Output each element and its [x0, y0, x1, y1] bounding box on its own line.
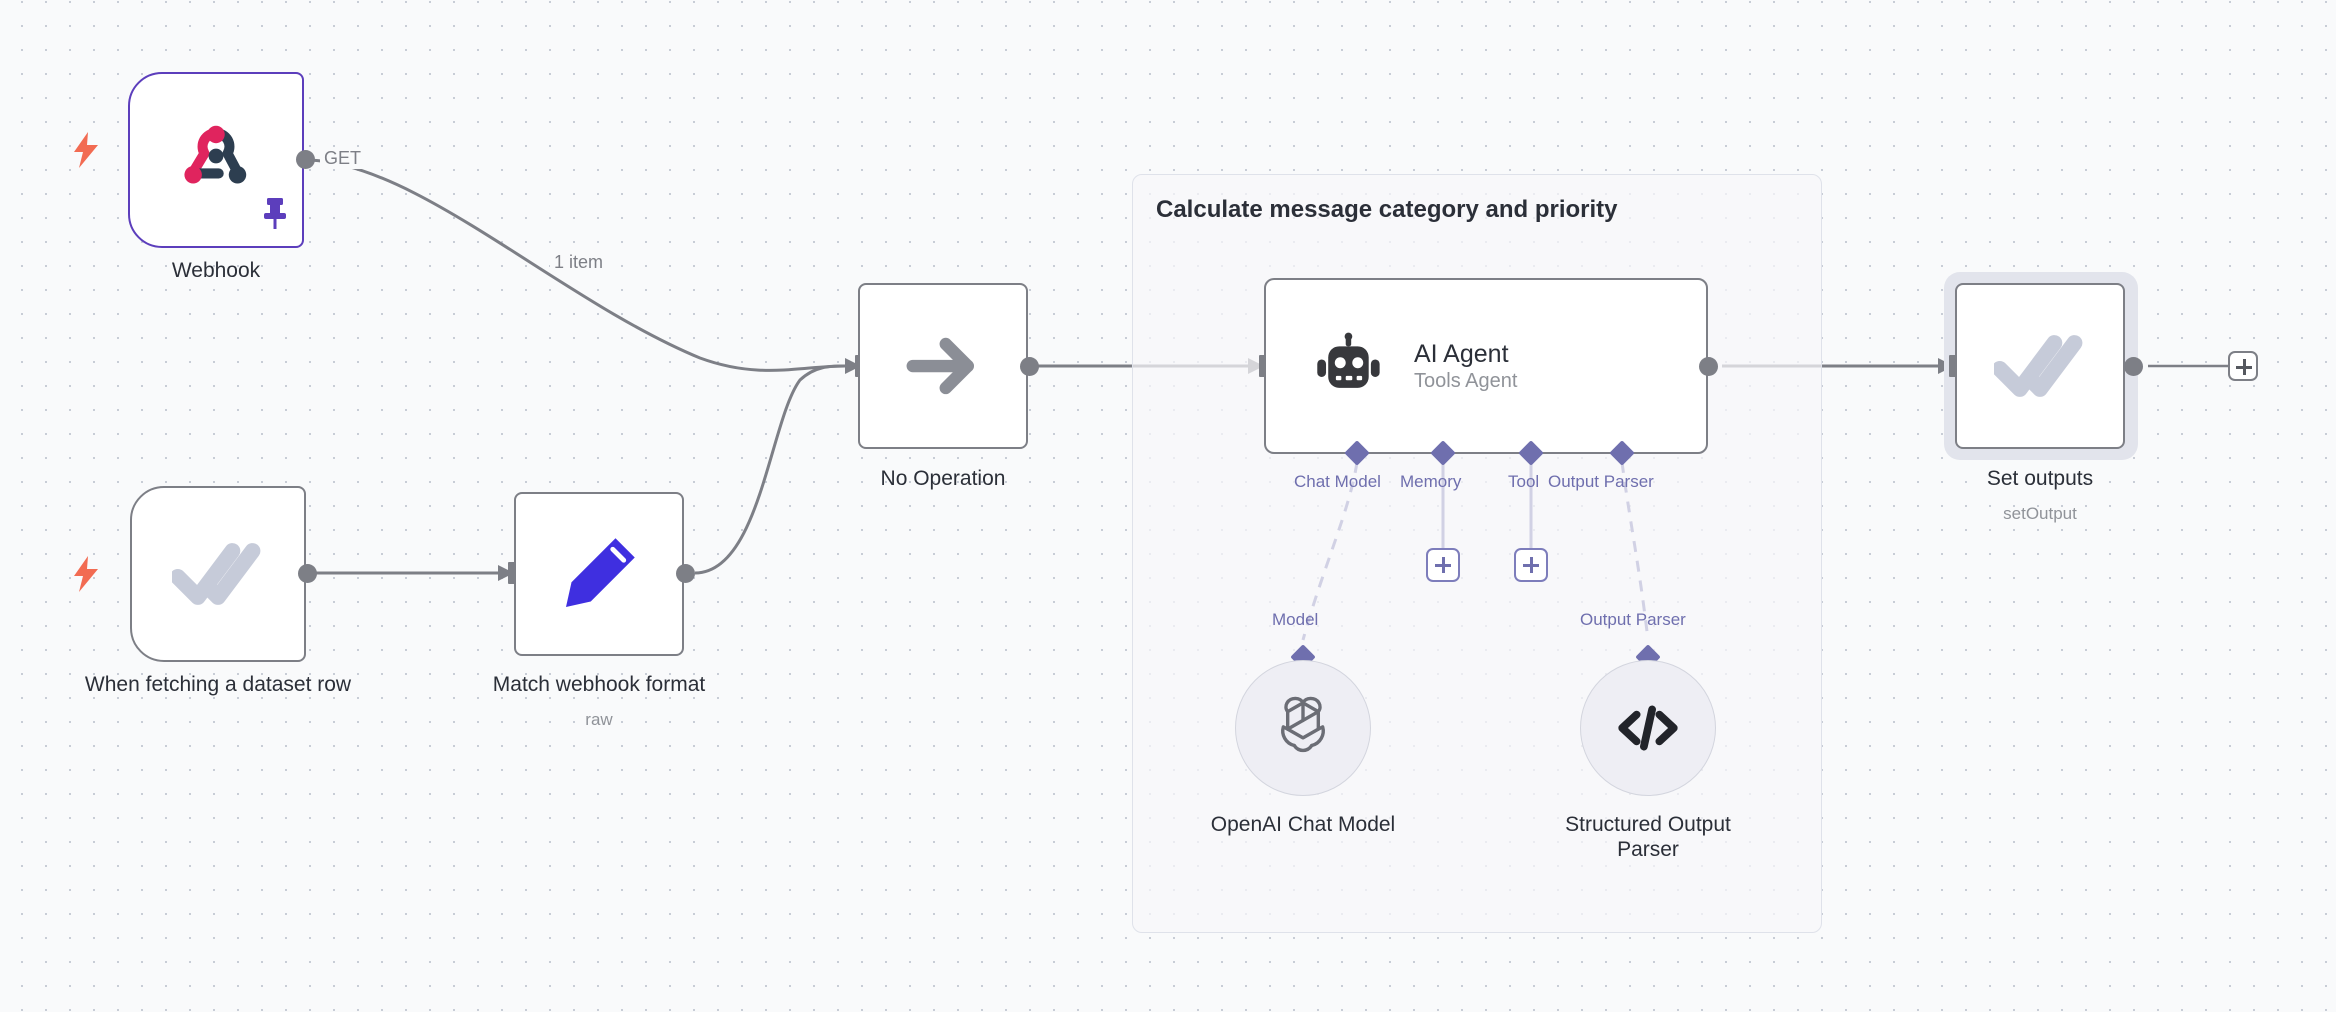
node-no-operation[interactable] — [858, 283, 1028, 449]
edge-label-1-item: 1 item — [550, 252, 608, 273]
trigger-bolt-icon — [72, 132, 100, 168]
double-check-icon — [172, 543, 261, 605]
agent-port-label-output-parser: Output Parser — [1548, 472, 1654, 491]
set-outputs-output-port[interactable] — [2124, 357, 2143, 376]
node-ai-agent[interactable]: AI Agent Tools Agent — [1264, 278, 1708, 454]
arrow-right-icon — [906, 337, 974, 395]
node-label-webhook: Webhook — [171, 259, 261, 282]
plus-icon — [2236, 359, 2252, 375]
node-sublabel-set-outputs: setOutput — [2003, 504, 2077, 523]
double-check-icon — [1994, 335, 2083, 397]
trigger-bolt-icon-dataset — [72, 556, 100, 592]
agent-input-port[interactable] — [1259, 355, 1268, 377]
edge-label-get: GET — [320, 148, 366, 169]
agent-title: AI Agent — [1414, 340, 1509, 368]
agent-port-label-memory: Memory — [1400, 472, 1462, 491]
node-match-webhook-format[interactable] — [514, 492, 684, 656]
pin-icon[interactable] — [262, 196, 288, 230]
plus-icon — [1435, 557, 1451, 573]
node-label-set-outputs: Set outputs — [1986, 467, 2094, 490]
subnode-openai-chat-model[interactable] — [1235, 660, 1371, 796]
node-sublabel-match-webhook-format: raw — [585, 710, 613, 729]
agent-subtitle: Tools Agent — [1414, 370, 1518, 392]
pencil-icon — [566, 538, 635, 607]
subnode-connector-label-output-parser: Output Parser — [1580, 610, 1686, 629]
webhook-output-port[interactable] — [296, 150, 315, 169]
match-webhook-output-port[interactable] — [676, 564, 695, 583]
node-label-when-fetching-a-dataset-row: When fetching a dataset row — [84, 673, 352, 696]
agent-port-label-chat-model: Chat Model — [1294, 472, 1381, 491]
noop-output-port[interactable] — [1020, 357, 1039, 376]
plus-icon — [1523, 557, 1539, 573]
add-memory-button[interactable] — [1426, 548, 1460, 582]
group-title: Calculate message category and priority — [1156, 196, 1618, 223]
subnode-connector-label-model: Model — [1272, 610, 1319, 629]
node-set-outputs[interactable] — [1955, 283, 2125, 449]
robot-icon — [1317, 332, 1380, 388]
agent-port-label-tool: Tool — [1508, 472, 1540, 491]
add-node-button[interactable] — [2228, 351, 2258, 381]
subnode-label-openai-chat-model: OpenAI Chat Model — [1210, 813, 1396, 836]
code-brackets-icon — [1618, 705, 1678, 751]
match-webhook-input-port[interactable] — [508, 562, 517, 584]
webhook-icon — [184, 125, 247, 184]
subnode-structured-output-parser[interactable] — [1580, 660, 1716, 796]
agent-output-port[interactable] — [1699, 357, 1718, 376]
edge-match-to-noop — [694, 364, 846, 575]
openai-icon — [1281, 696, 1325, 753]
node-label-no-operation: No Operation — [880, 467, 1006, 490]
add-tool-button[interactable] — [1514, 548, 1548, 582]
node-label-match-webhook-format: Match webhook format — [492, 673, 706, 696]
subnode-label-structured-output-parser: Structured Output Parser — [1565, 813, 1731, 861]
dataset-trigger-output-port[interactable] — [298, 564, 317, 583]
set-outputs-input-port[interactable] — [1949, 355, 1958, 377]
node-when-fetching-a-dataset-row[interactable] — [130, 486, 306, 662]
